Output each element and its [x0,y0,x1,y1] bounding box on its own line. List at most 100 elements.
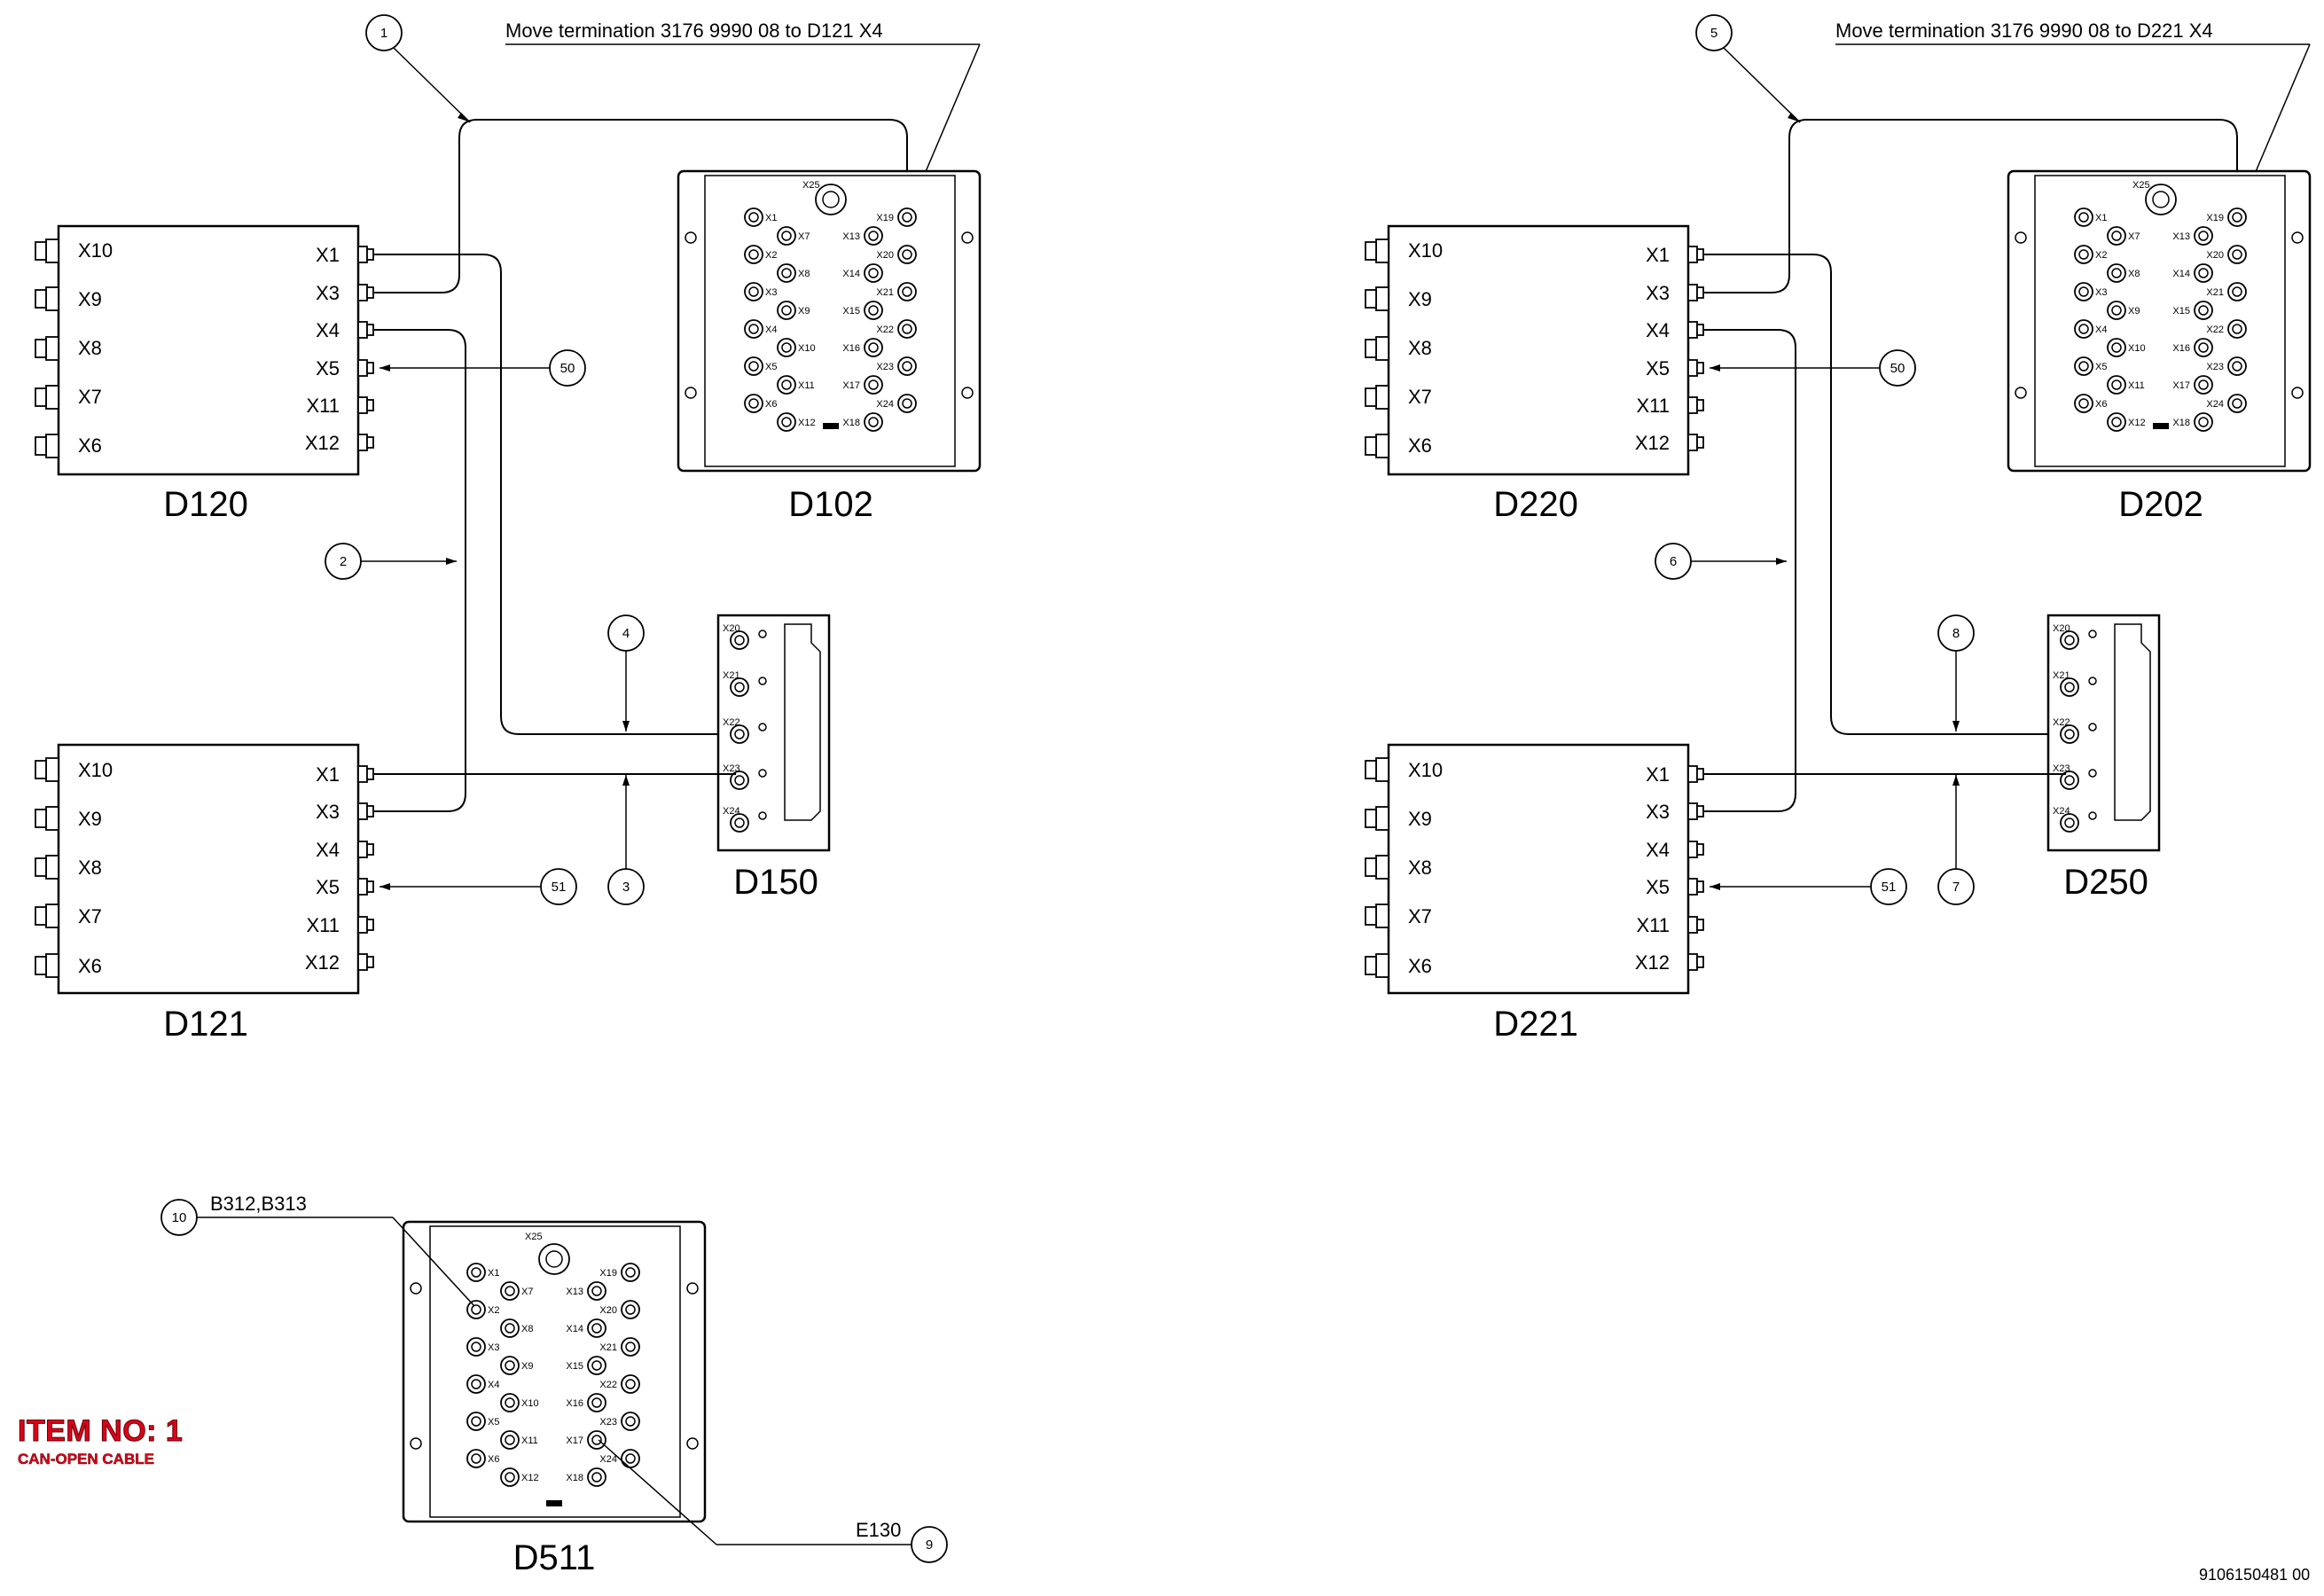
module-label-d121: D121 [163,1005,248,1044]
port-label: X25 [2132,180,2150,191]
d121-right-ports [357,765,374,971]
callout-bubble-label: 6 [1670,554,1677,569]
d220-right-ports [1687,246,1704,451]
port-label: X22 [723,717,740,728]
port-label: X17 [566,1436,583,1446]
port-label: X6 [1408,434,1432,457]
port-label: X4 [2095,325,2107,335]
d221-right-ports [1687,765,1704,971]
callout-bubble-label: 4 [622,626,630,641]
port-label: X21 [723,670,740,681]
port-label: X23 [876,362,894,372]
port-label: X6 [78,955,102,977]
port-label: X8 [1408,857,1432,879]
port-label: X9 [78,808,102,830]
port-label: X21 [599,1342,617,1353]
port-label: X11 [2128,380,2145,391]
port-label: X12 [2128,418,2146,428]
port-label: X22 [2206,325,2224,335]
module-d120 [57,224,360,476]
callout-bubble [911,1526,948,1563]
port-label: X7 [78,905,102,927]
port-label: X21 [876,287,894,298]
port-label: X6 [1408,955,1432,977]
callout-bubble [1695,14,1733,51]
callout-bubble-label: 7 [1952,880,1960,895]
port-label: X24 [876,399,894,410]
callout-bubble-label: 51 [1882,880,1897,895]
port-label: X2 [488,1305,499,1316]
port-label: X1 [488,1268,499,1279]
note-right: Move termination 3176 9990 08 to D221 X4 [1835,20,2213,42]
port-label: X9 [78,288,102,310]
module-label-d250: D250 [2063,863,2148,902]
port-label: X18 [842,418,860,428]
port-label: X4 [765,325,777,335]
port-label: X12 [798,418,816,428]
callout-bubble-label: 5 [1710,26,1718,41]
port-label: X13 [842,231,860,242]
port-label: X19 [876,213,894,223]
port-label: X5 [316,876,340,898]
port-label: X2 [2095,250,2107,261]
port-label: X3 [1646,801,1670,823]
module-label-d120: D120 [163,485,248,524]
port-label: X1 [316,763,340,786]
port-label: X17 [842,380,860,391]
port-label: X7 [1408,905,1432,927]
port-label: X1 [2095,213,2107,223]
port-label: X25 [802,180,820,191]
port-label: X10 [1408,239,1443,262]
port-label: X9 [1408,288,1432,310]
port-label: X4 [488,1380,499,1390]
port-label: X10 [521,1398,539,1409]
callout-bubble-label: 51 [552,880,567,895]
port-label: X12 [305,432,340,454]
module-label-d511: D511 [513,1538,596,1577]
port-label: X24 [2053,806,2070,817]
callout-bubble [540,868,577,905]
port-label: X7 [1408,386,1432,408]
port-label: X3 [2095,287,2107,298]
port-label: X20 [599,1305,617,1316]
port-label: X12 [1635,951,1670,974]
port-label: X5 [765,362,777,372]
port-label: X9 [1408,808,1432,830]
port-label: X23 [723,763,740,774]
port-label: X7 [78,386,102,408]
port-label: X4 [1646,319,1670,341]
port-label: X4 [1646,839,1670,861]
module-label-d150: D150 [733,863,818,902]
port-label: X20 [876,250,894,261]
callout-bubble-label: 50 [1890,361,1905,376]
port-label: X11 [798,380,815,391]
port-label: X7 [2128,231,2140,242]
port-label: X21 [2053,670,2070,681]
port-label: X3 [316,801,340,823]
port-label: X21 [2206,287,2224,298]
port-label: X11 [1636,395,1670,417]
item-number-subtitle: CAN-OPEN CABLE [18,1451,154,1468]
port-label: X7 [521,1287,533,1297]
port-label: X8 [1408,337,1432,359]
port-label: X9 [2128,306,2140,317]
d120-right-ports [357,246,374,451]
callout-bubble [1879,349,1916,387]
port-label: X6 [765,399,777,410]
port-label: X19 [599,1268,617,1279]
port-label: X8 [78,857,102,879]
module-d150 [716,614,831,852]
port-label: X16 [842,343,860,354]
module-d202 [2007,169,2312,473]
module-label-d220: D220 [1493,485,1578,524]
port-label: X1 [765,213,777,223]
port-label: X14 [2172,269,2190,279]
port-label: X10 [798,343,816,354]
port-label: X19 [2206,213,2224,223]
port-label: X15 [566,1361,583,1372]
module-d511 [402,1220,707,1523]
port-label: X12 [1635,432,1670,454]
port-label: X9 [798,306,810,317]
port-label: X11 [1636,914,1670,936]
